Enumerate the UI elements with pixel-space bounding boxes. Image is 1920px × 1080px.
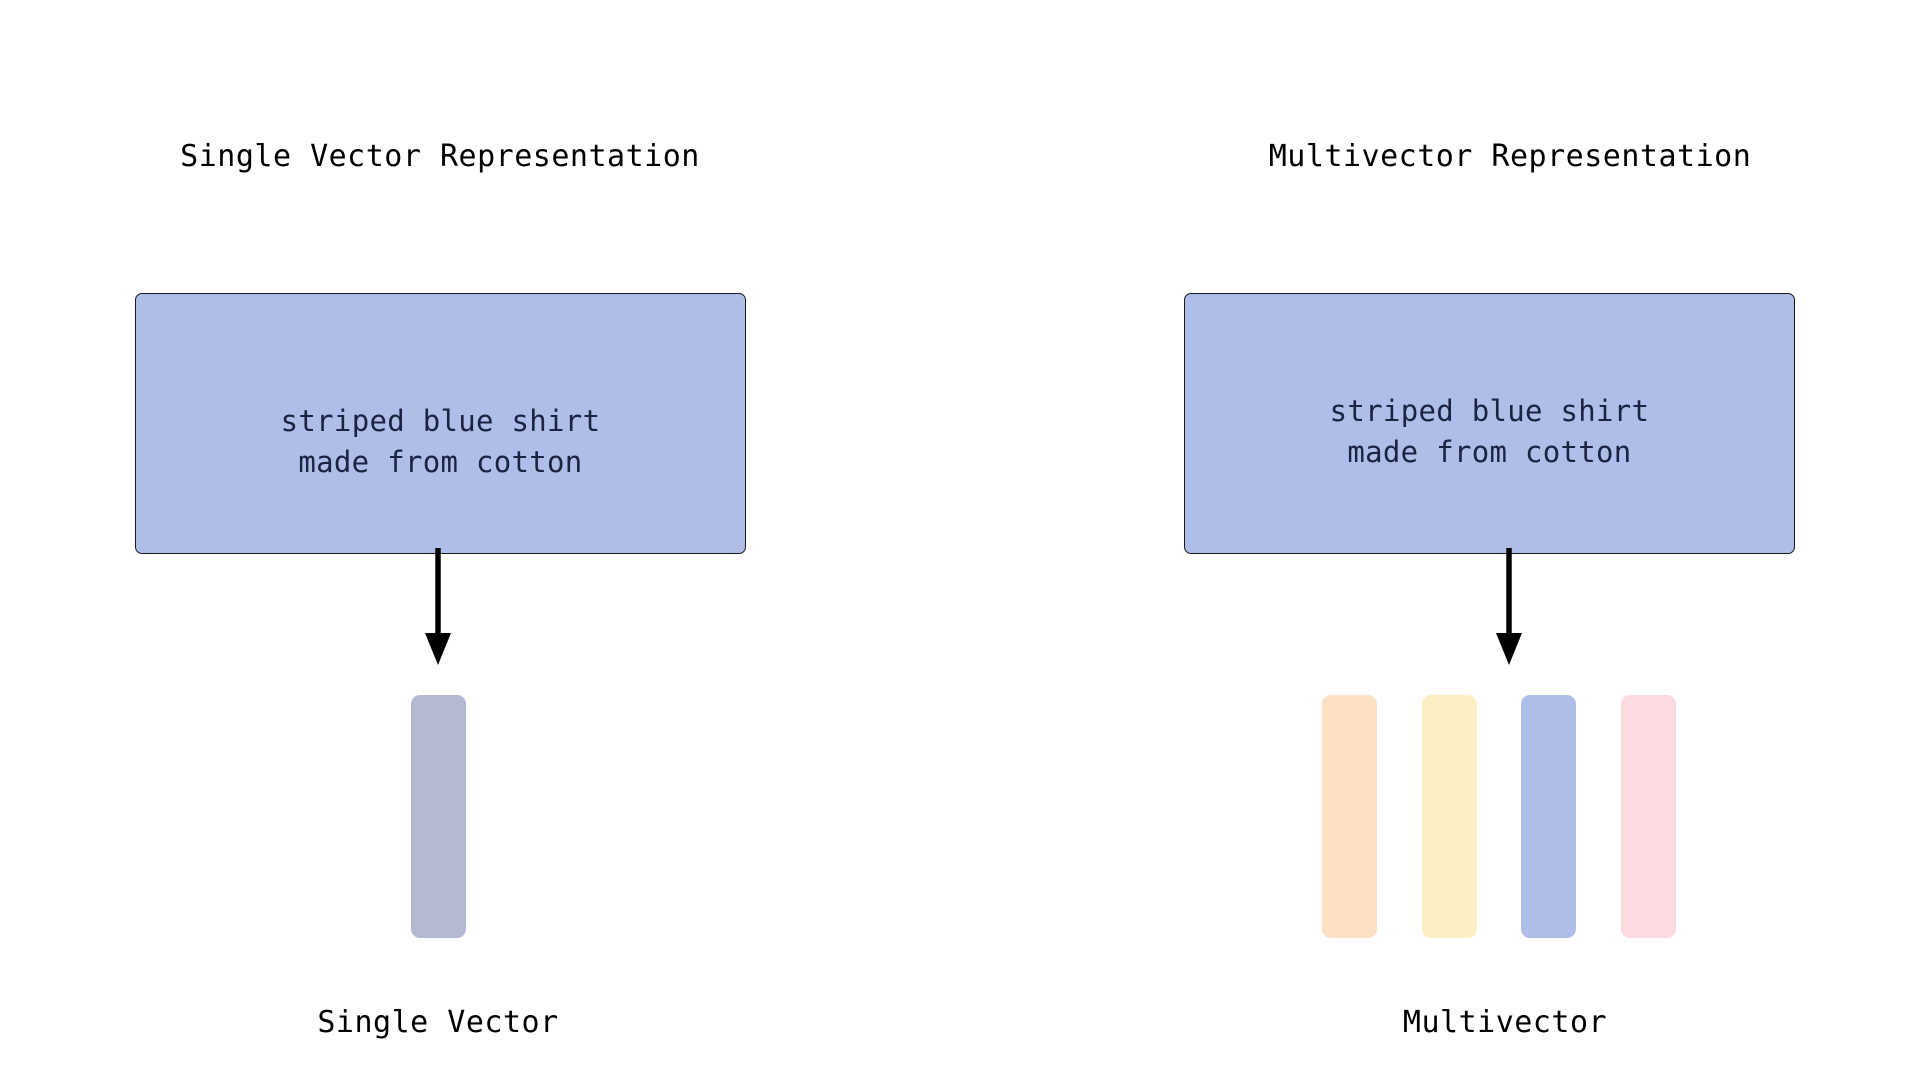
- multivector-bar-4: [1621, 695, 1676, 938]
- panel-title-multivector: Multivector Representation: [1268, 139, 1752, 174]
- single-vector-bar: [411, 695, 466, 938]
- arrow-down-icon-left: [425, 548, 451, 665]
- multivector-bar-1: [1322, 695, 1377, 938]
- document-box-right: striped blue shirt made from cotton: [1184, 293, 1795, 554]
- document-box-left: striped blue shirt made from cotton: [135, 293, 746, 554]
- multivector-bar-3: [1521, 695, 1576, 938]
- multivector-bar-2: [1422, 695, 1477, 938]
- caption-single-vector: Single Vector: [317, 1005, 559, 1040]
- caption-multivector: Multivector: [1402, 1005, 1608, 1040]
- arrow-down-icon-right: [1496, 548, 1522, 665]
- document-text-right: striped blue shirt made from cotton: [1329, 393, 1650, 469]
- panel-title-single-vector: Single Vector Representation: [180, 139, 700, 174]
- document-text-left: striped blue shirt made from cotton: [280, 403, 601, 479]
